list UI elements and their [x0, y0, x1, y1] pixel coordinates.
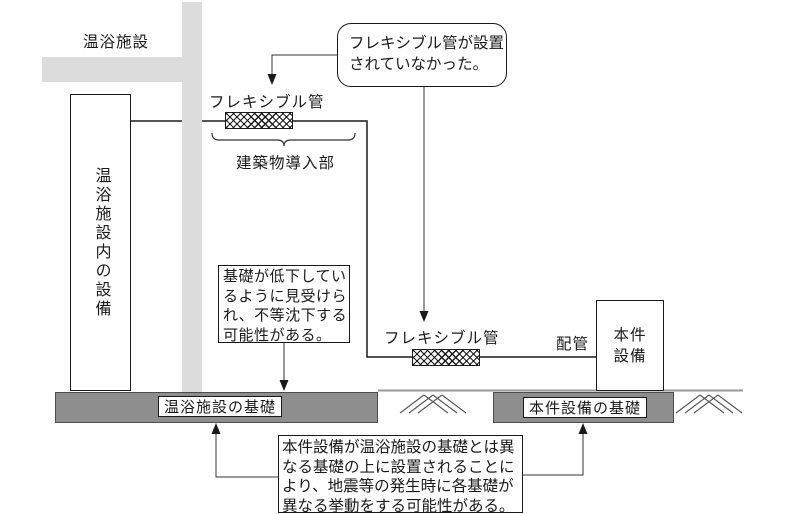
arrowhead-down-flex-bottom — [419, 311, 429, 322]
facility-equipment-label: 温浴施設内の設備 — [92, 166, 110, 319]
soil-hatch-right — [675, 394, 743, 414]
equipment-foundation-label: 本件設備の基礎 — [523, 397, 648, 418]
arrowhead-up-equipment-foundation — [578, 423, 588, 434]
soil-hatch-middle — [399, 394, 467, 414]
piping-label: 配管 — [556, 336, 590, 353]
flexible-pipe-top-label: フレキシブル管 — [209, 94, 325, 111]
flexible-pipe-top-hatch — [225, 112, 293, 129]
callout-no-flexible-pipe: フレキシブル管が設置 されていなかった。 — [337, 23, 507, 87]
arrowhead-down-foundation — [279, 380, 289, 391]
arrowhead-up-facility-foundation — [211, 423, 221, 434]
connector-callout-top-left — [271, 54, 337, 75]
facility-wall-vertical — [182, 2, 202, 392]
building-entry-label: 建築物導入部 — [236, 155, 336, 172]
facility-foundation-label: 温浴施設の基礎 — [158, 396, 283, 417]
connector-bottom-right — [523, 432, 584, 476]
callout-different-foundation: 本件設備が温浴施設の基礎とは異 なる基礎の上に設置されることに より、地震等の発… — [278, 435, 523, 514]
facility-equipment-box: 温浴施設内の設備 — [70, 94, 131, 391]
arrowhead-down-flex-top — [267, 74, 277, 85]
callout-settlement: 基礎が低下してい るように見受けら れ、不等沈下する 可能性がある。 — [218, 265, 350, 344]
connector-bottom-left — [215, 432, 278, 478]
facility-label: 温浴施設 — [83, 34, 150, 51]
flexible-pipe-bottom-label: フレキシブル管 — [384, 330, 500, 347]
subject-equipment-box: 本件 設備 — [596, 300, 664, 391]
flexible-pipe-bottom-hatch — [412, 349, 480, 366]
building-entry-brace — [211, 132, 356, 147]
facility-wall-horizontal — [42, 57, 183, 82]
